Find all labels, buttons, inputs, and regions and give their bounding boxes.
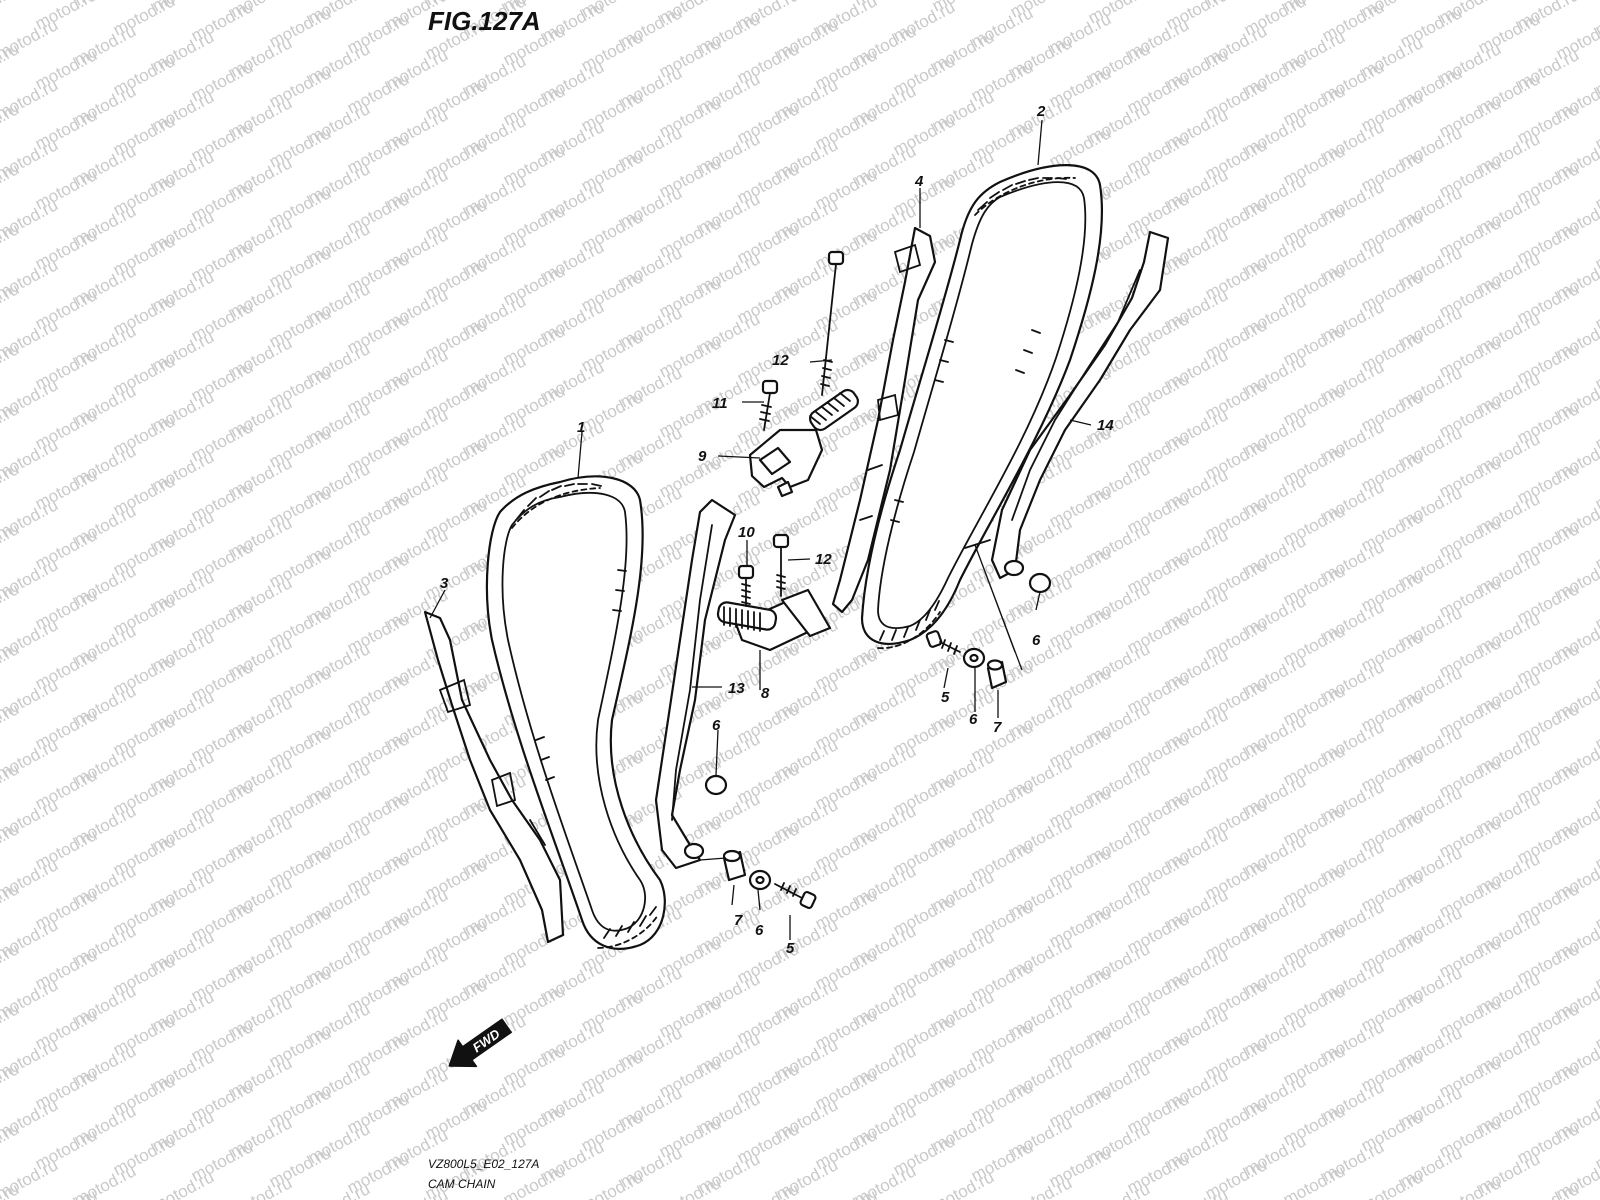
watermark-text: motod.ru	[578, 1167, 646, 1200]
washer-right	[962, 647, 986, 669]
watermark-text: motod.ru	[1514, 1179, 1582, 1200]
callout-11: 11	[712, 395, 728, 412]
watermark-text: motod.ru	[149, 1167, 217, 1200]
figure-name: CAM CHAIN	[428, 1177, 496, 1191]
callout-6-right-guide: 6	[1032, 632, 1041, 649]
washer-left	[748, 869, 772, 891]
watermark-text: motod.ru	[227, 1173, 295, 1200]
callout-9: 9	[698, 448, 707, 465]
callout-5-left: 5	[786, 940, 795, 957]
watermark-text: motod.ru	[32, 1185, 100, 1200]
figure-title: FIG.127A	[428, 6, 541, 36]
callout-12-upper: 12	[772, 352, 789, 369]
callout-6-right: 6	[969, 711, 978, 728]
watermark-text: motod.ru	[1592, 0, 1600, 40]
watermark-text: motod.ru	[1007, 1173, 1075, 1200]
callout-7-right: 7	[993, 719, 1002, 736]
watermark-text: motod.ru	[1358, 1167, 1426, 1200]
watermark-text: motod.ru	[305, 1179, 373, 1200]
collar-left	[722, 849, 747, 882]
figure-code: VZ800L5_E02_127A	[428, 1157, 539, 1171]
callout-5-right: 5	[941, 689, 950, 706]
watermark-text: motod.ru	[1163, 1185, 1231, 1200]
callout-12-lower: 12	[815, 551, 832, 568]
watermark-text: motod.ru	[812, 1185, 880, 1200]
watermark-text: motod.ru	[0, 0, 22, 28]
watermark-text: motod.ru	[1436, 1173, 1504, 1200]
cam-chain-front	[485, 475, 666, 950]
bolt-short-left	[737, 564, 755, 607]
callout-6-left: 6	[755, 922, 764, 939]
callout-14: 14	[1097, 417, 1114, 434]
watermark-text: motod.ru	[929, 1167, 997, 1200]
callout-10: 10	[738, 524, 755, 541]
watermark-text: motod.ru	[656, 1173, 724, 1200]
callout-6-left-arm: 6	[712, 717, 721, 734]
callout-4: 4	[914, 173, 924, 190]
watermark-text: motod.ru	[1280, 1161, 1348, 1200]
callout-13: 13	[728, 680, 745, 697]
callout-1: 1	[577, 419, 585, 436]
watermark-text: motod.ru	[1592, 1185, 1600, 1200]
washer-arm-left	[704, 774, 728, 796]
washer-guide-right	[1028, 572, 1052, 594]
collar-right	[986, 659, 1008, 690]
callout-8: 8	[761, 685, 770, 702]
watermark-text: motod.ru	[734, 1179, 802, 1200]
callout-7-left: 7	[734, 912, 743, 929]
watermark-text: motod.ru	[1085, 1179, 1153, 1200]
callout-2: 2	[1036, 103, 1046, 120]
callout-3: 3	[440, 575, 449, 592]
